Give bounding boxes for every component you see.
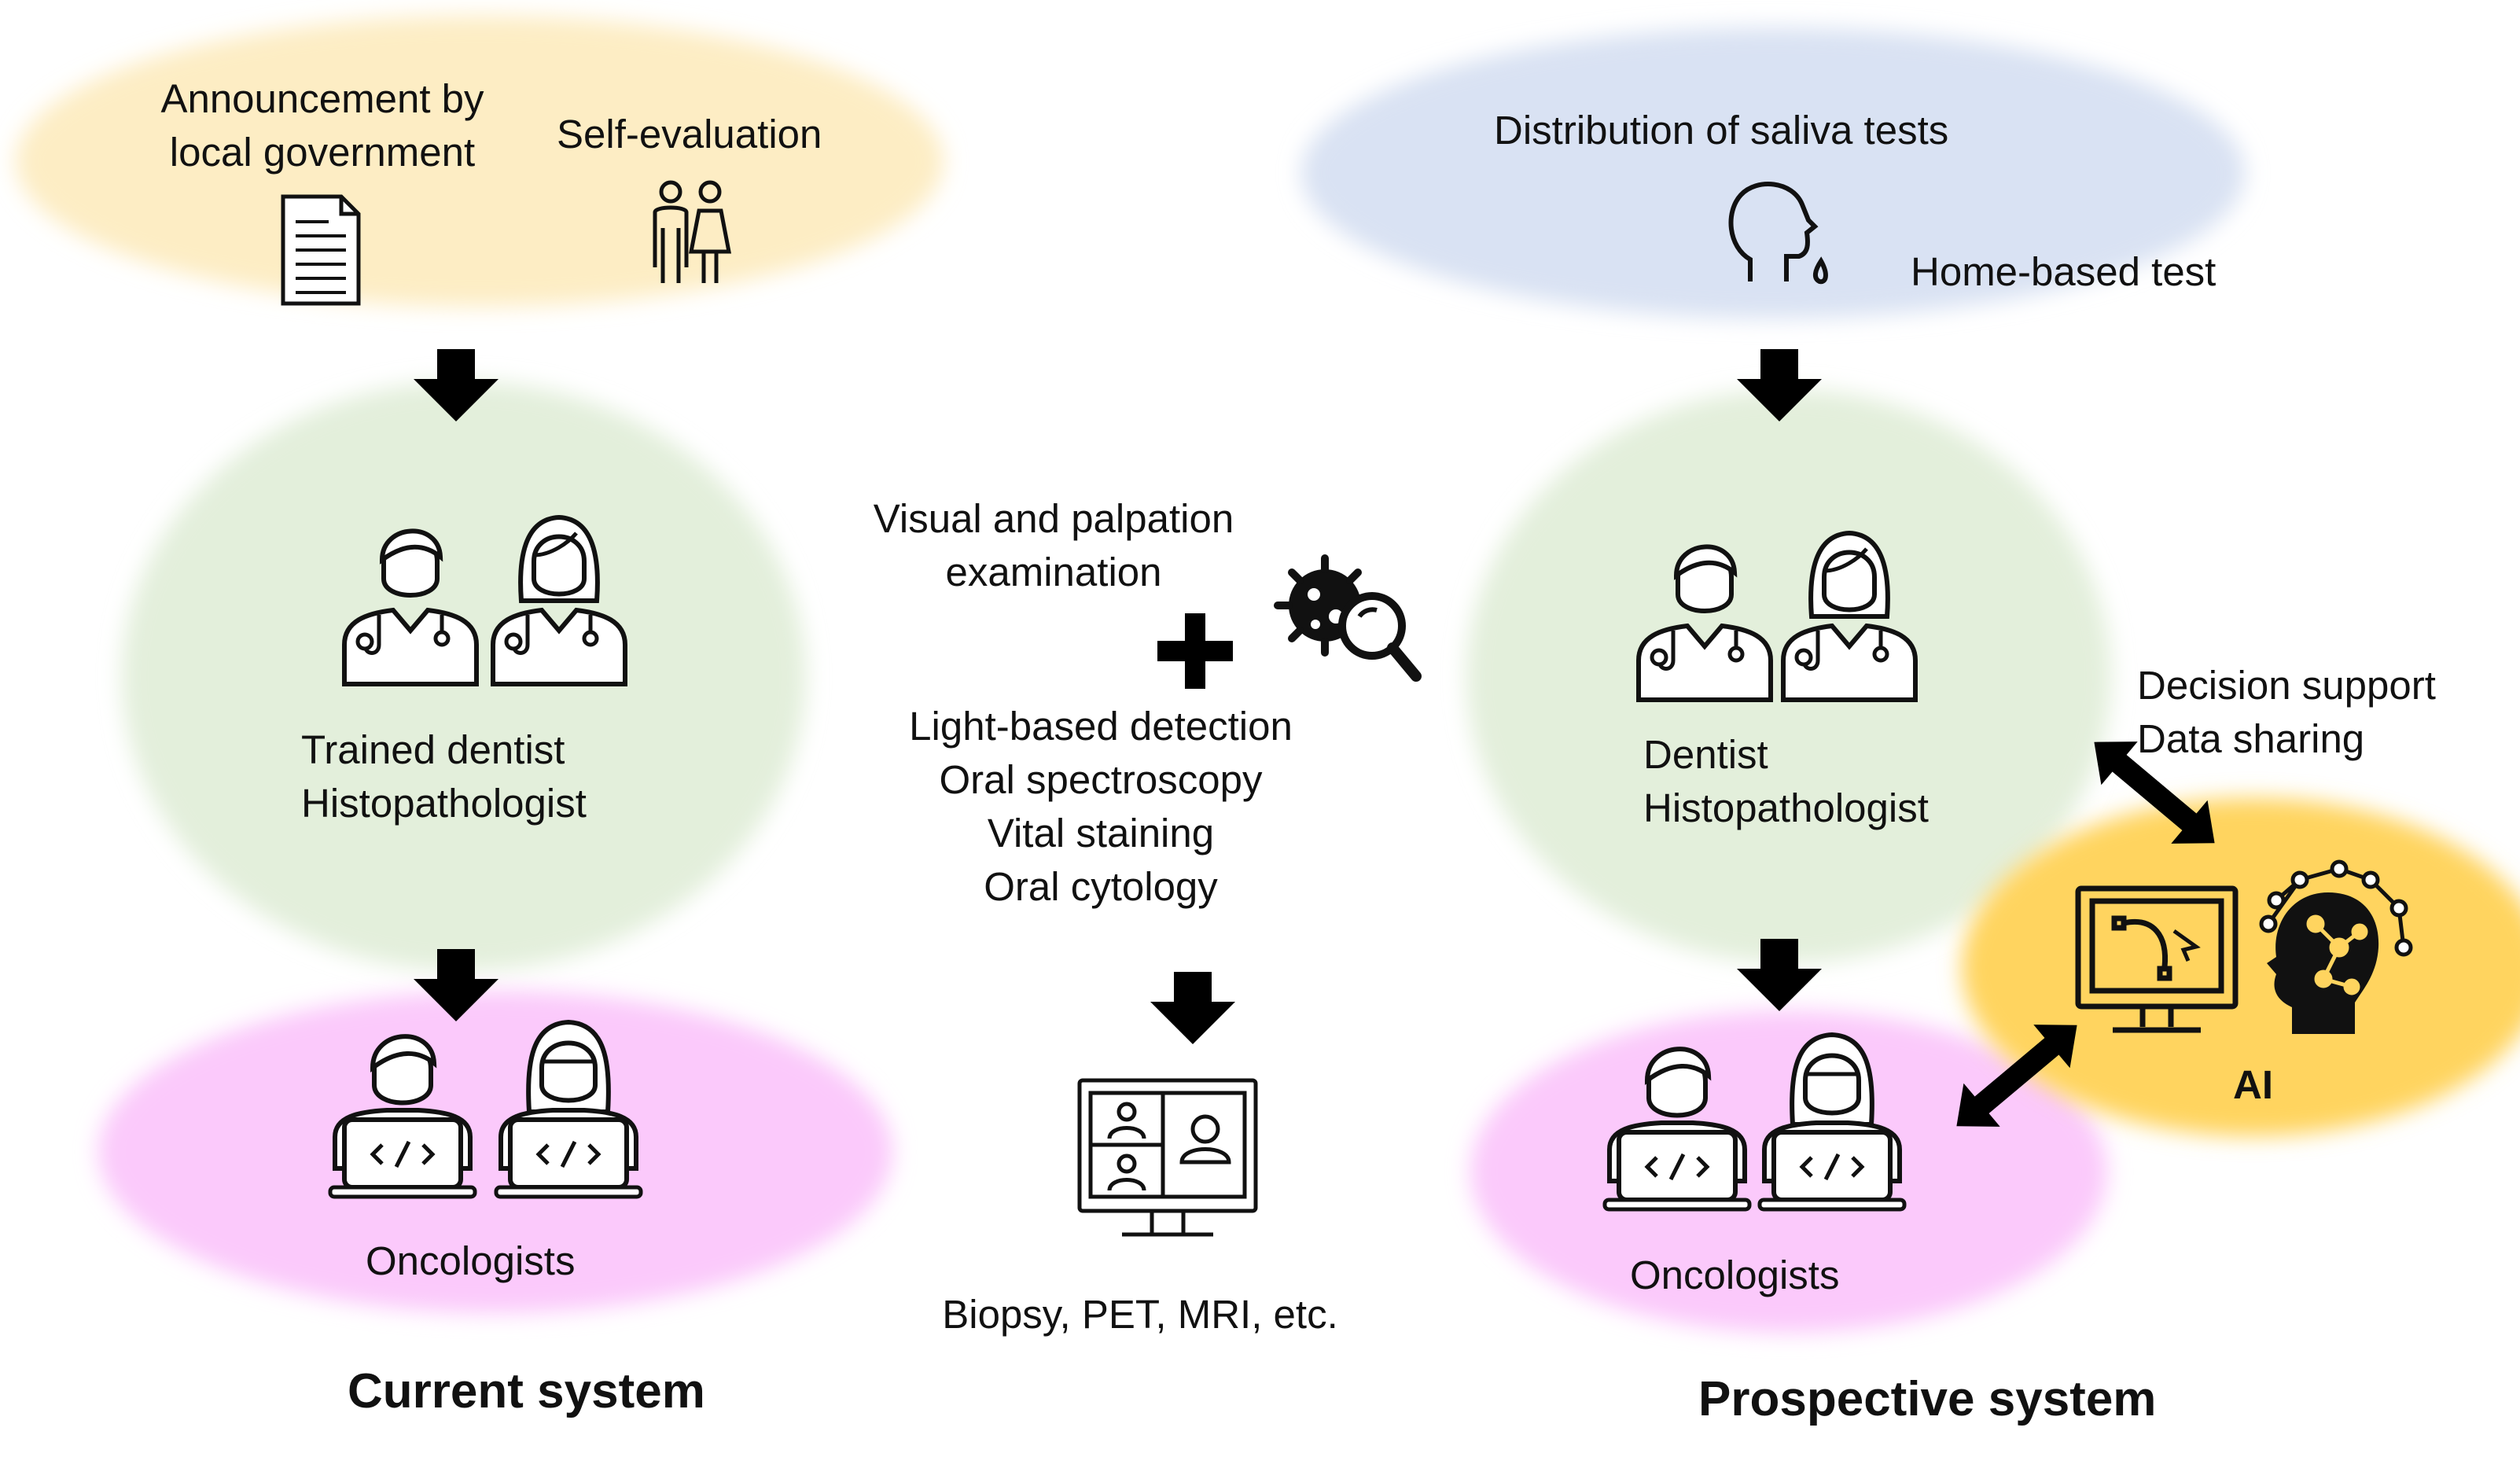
self-evaluation-label: Self-evaluation: [557, 112, 822, 156]
prospective-dentist-line-2: Histopathologist: [1643, 786, 1929, 830]
dentist-line-2: Histopathologist: [301, 781, 587, 826]
bacteria-magnifier-icon: [1274, 554, 1422, 682]
dentist-line-1: Trained dentist: [301, 727, 565, 772]
prospective-system-title: Prospective system: [1698, 1372, 2157, 1426]
method-item: Vital staining: [987, 811, 1215, 855]
visual-palpation-label: Visual and palpation examination: [818, 492, 1289, 599]
current-system-title: Current system: [348, 1364, 705, 1418]
method-item: Oral spectroscopy: [939, 757, 1263, 802]
current-oncologists-label: Oncologists: [366, 1238, 576, 1283]
announcement-line-2: local government: [169, 130, 476, 175]
plus-icon: [1157, 613, 1233, 689]
announcement-line-1: Announcement by: [160, 76, 484, 121]
document-icon: [281, 194, 361, 306]
announcement-label: Announcement by local government: [94, 72, 550, 179]
visual-line-1: Visual and palpation: [873, 496, 1234, 541]
prospective-oncologists-label: Oncologists: [1630, 1253, 1840, 1297]
home-based-test-label: Home-based test: [1911, 249, 2216, 294]
prospective-top-blob: [1301, 28, 2245, 318]
detection-methods-list: Light-based detection Oral spectroscopy …: [841, 700, 1360, 914]
decision-line-2: Data sharing: [2137, 716, 2365, 761]
video-call-monitor-icon: [1077, 1078, 1258, 1237]
ai-blob: [1962, 798, 2520, 1136]
couple-icon: [653, 180, 732, 283]
ai-monitor-icon: [2075, 885, 2239, 1033]
arrow-down-icon: [1150, 972, 1235, 1044]
ai-head-icon: [2259, 859, 2413, 1034]
method-item: Light-based detection: [909, 704, 1293, 749]
current-bottom-blob: [98, 991, 892, 1313]
head-saliva-icon: [1728, 182, 1828, 285]
current-blobs: [16, 16, 944, 1313]
ai-label: AI: [2233, 1062, 2273, 1107]
biopsy-label: Biopsy, PET, MRI, etc.: [942, 1292, 1338, 1337]
prospective-dentist-line-1: Dentist: [1643, 732, 1768, 777]
visual-line-2: examination: [945, 550, 1162, 594]
trained-dentist-label: Trained dentist Histopathologist: [301, 723, 587, 830]
decision-support-label: Decision support Data sharing: [2137, 659, 2436, 766]
saliva-tests-label: Distribution of saliva tests: [1494, 108, 1949, 153]
decision-line-1: Decision support: [2137, 663, 2436, 708]
current-top-blob: [16, 16, 944, 307]
method-item: Oral cytology: [984, 864, 1218, 909]
prospective-dentist-label: Dentist Histopathologist: [1643, 728, 1929, 835]
